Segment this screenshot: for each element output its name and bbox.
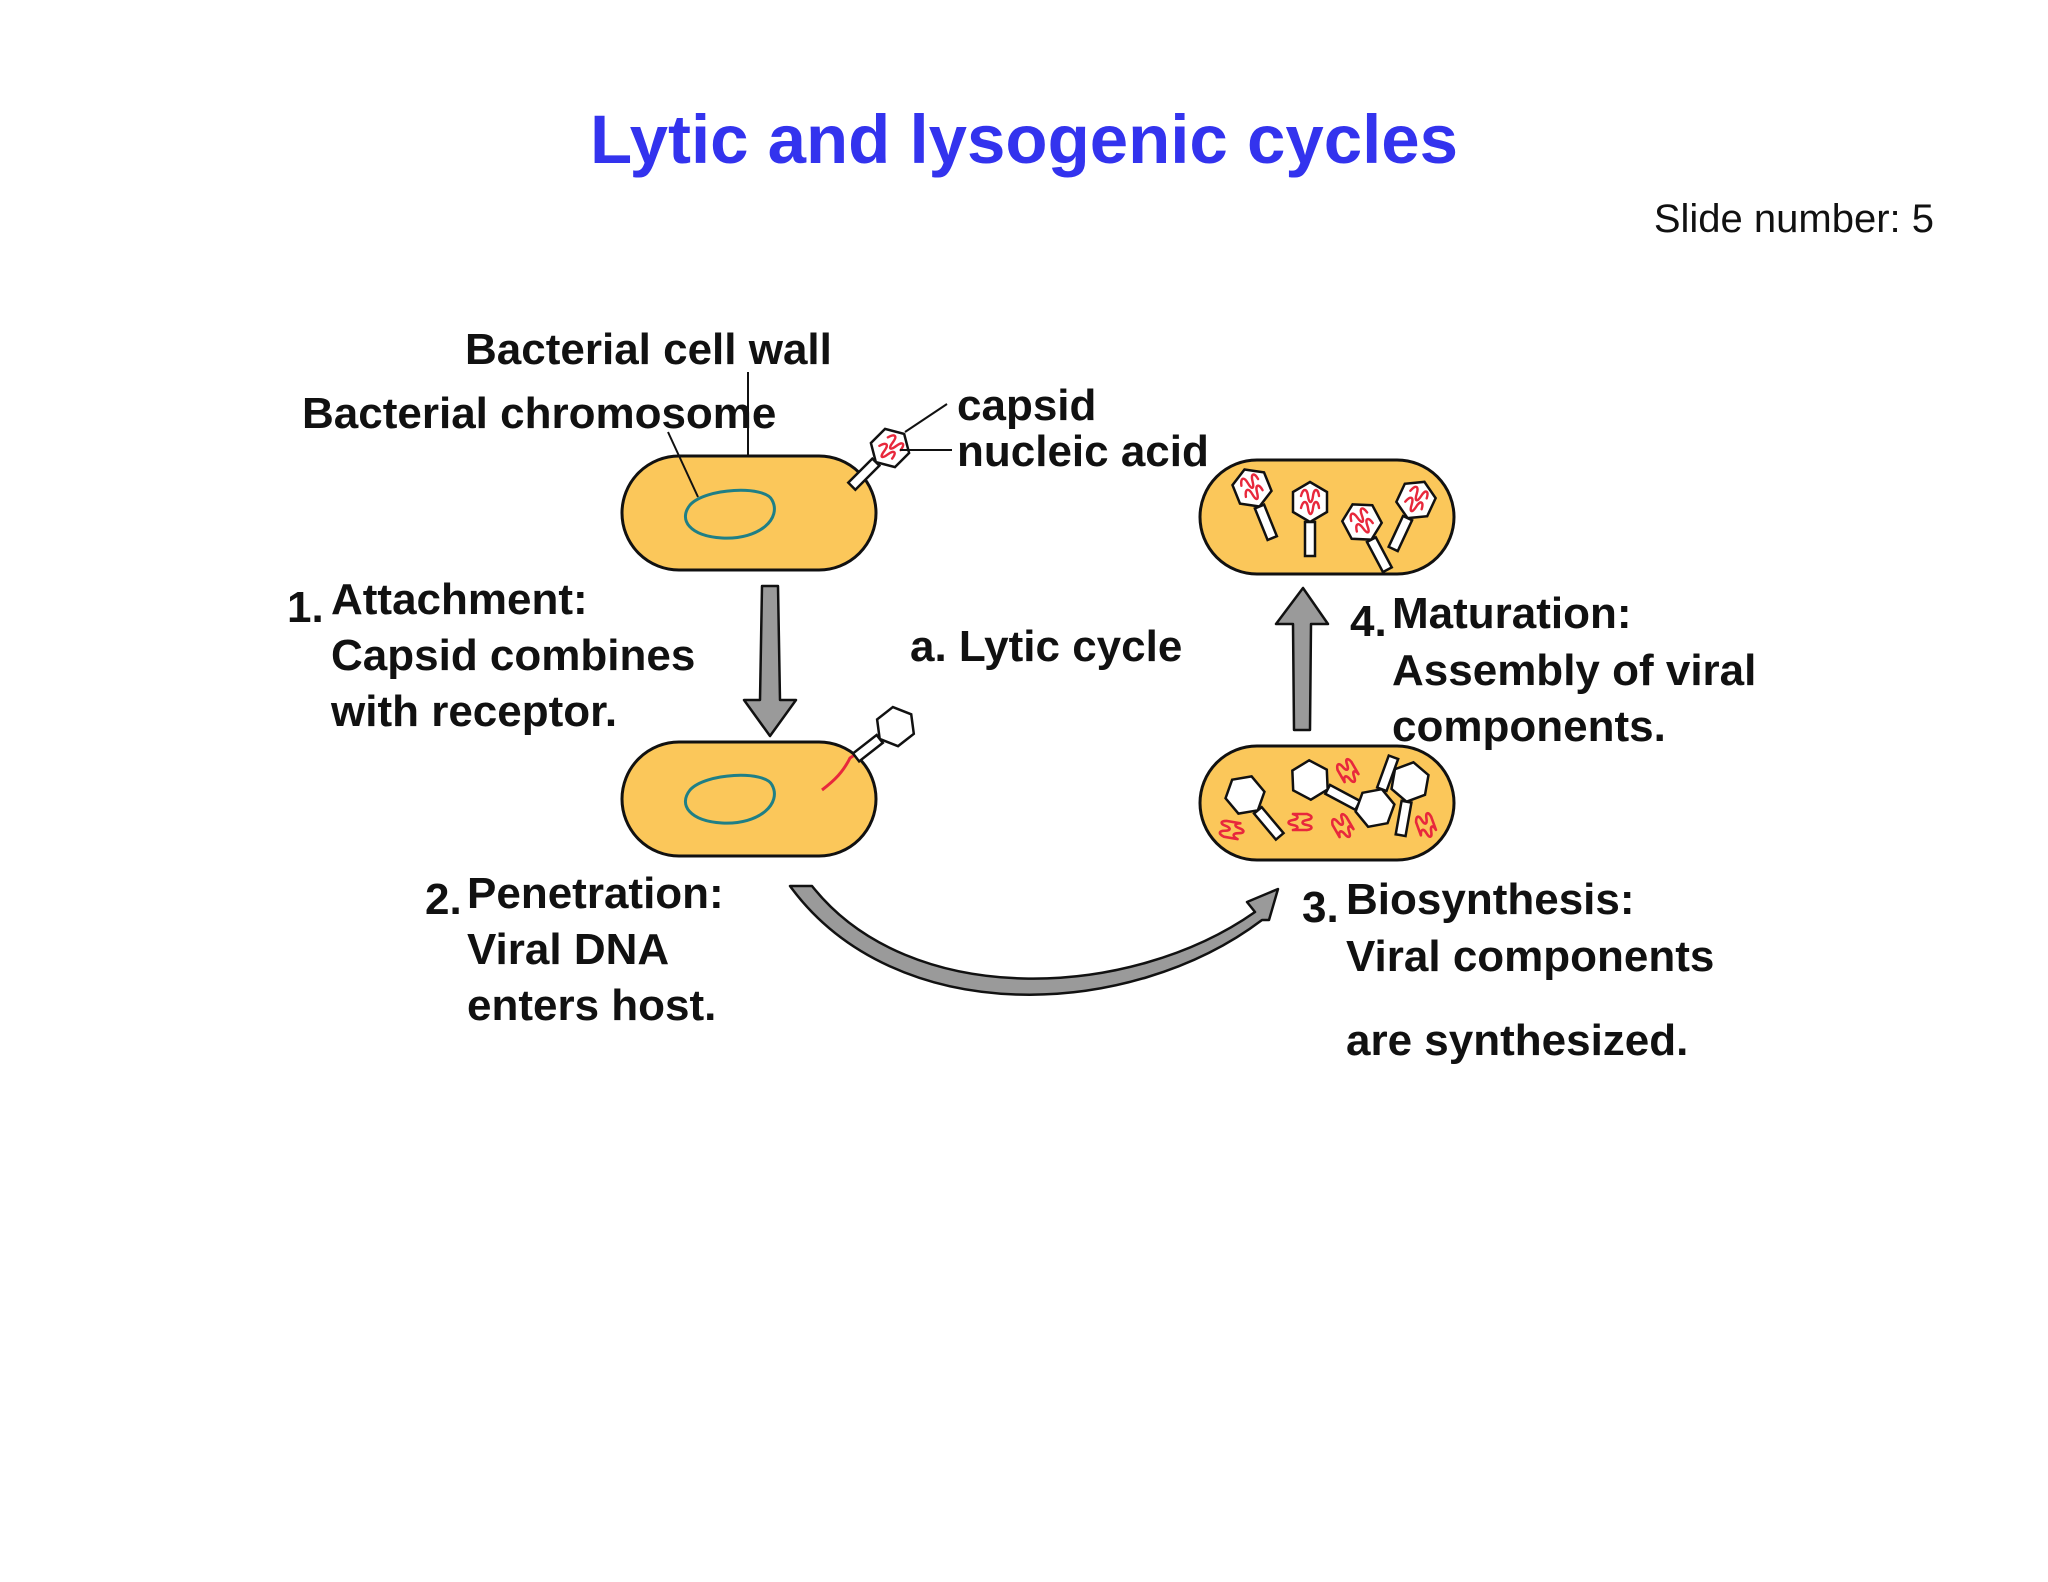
step-title: Maturation: xyxy=(1392,589,1632,638)
bacterial-chromosome xyxy=(684,488,776,540)
step-maturation: 4. Maturation: Assembly of viral compone… xyxy=(1350,589,1756,751)
bacterial-chromosome-2 xyxy=(684,773,776,825)
step-attachment: 1. Attachment: Capsid combines with rece… xyxy=(287,575,695,736)
step-title: Penetration: xyxy=(467,869,724,918)
arrow-up-icon xyxy=(1274,586,1330,732)
nucleic-acid-label: nucleic acid xyxy=(957,427,1209,476)
bacterium-penetration xyxy=(620,705,916,858)
step-number: 1. xyxy=(287,583,324,632)
cell-wall-label: Bacterial cell wall xyxy=(465,325,832,374)
step-line: with receptor. xyxy=(330,687,617,736)
bacterium-attachment xyxy=(620,420,918,572)
capsid-leader xyxy=(904,403,948,433)
cycle-label: a. Lytic cycle xyxy=(910,622,1182,671)
slide-title: Lytic and lysogenic cycles xyxy=(590,101,1458,178)
step-line: components. xyxy=(1392,702,1666,751)
step-number: 3. xyxy=(1302,883,1339,932)
bacterium-maturation xyxy=(1198,458,1456,579)
step-line: Capsid combines xyxy=(331,631,695,680)
step-biosynthesis: 3. Biosynthesis: Viral components are sy… xyxy=(1302,875,1714,1065)
slide-number: Slide number: 5 xyxy=(1653,197,1934,241)
step-line: enters host. xyxy=(467,981,716,1030)
step-line: Viral DNA xyxy=(467,925,669,974)
step-title: Attachment: xyxy=(331,575,588,624)
attached-phage xyxy=(838,420,918,500)
step-penetration: 2. Penetration: Viral DNA enters host. xyxy=(425,869,724,1030)
arrow-curved-icon xyxy=(788,884,1280,996)
step-title: Biosynthesis: xyxy=(1346,875,1635,924)
step-line: Assembly of viral xyxy=(1392,646,1756,695)
step-number: 2. xyxy=(425,875,462,924)
step-line: Viral components xyxy=(1346,932,1714,981)
capsid-label: capsid xyxy=(957,381,1096,430)
chromosome-leader xyxy=(667,431,699,498)
chromosome-label: Bacterial chromosome xyxy=(302,389,776,438)
bacterium-biosynthesis xyxy=(1198,744,1456,862)
injected-viral-dna xyxy=(821,748,863,792)
arrow-down-icon xyxy=(742,584,798,738)
step-number: 4. xyxy=(1350,597,1387,646)
step-line: are synthesized. xyxy=(1346,1016,1688,1065)
empty-phage xyxy=(851,705,916,764)
